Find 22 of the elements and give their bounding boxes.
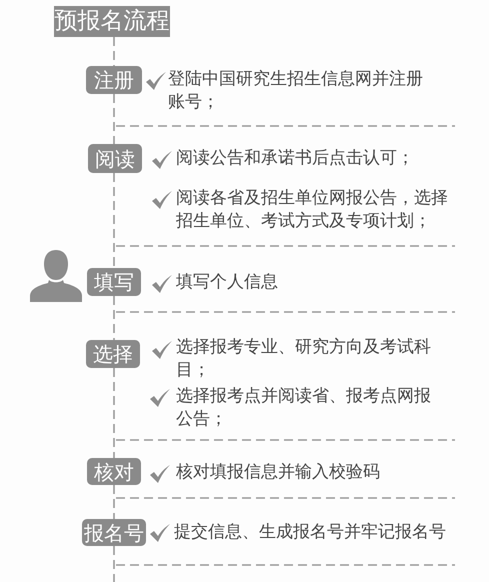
step-box: 核对 — [87, 458, 141, 485]
step-description: 填写个人信息 — [176, 271, 279, 294]
step-description: 核对填报信息并输入校验码 — [176, 461, 381, 484]
connector-line — [113, 546, 115, 582]
step-box: 阅读 — [88, 144, 142, 173]
step-description: 阅读各省及招生单位网报公告，选择招生单位、考试方式及专项计划； — [176, 187, 449, 233]
title-banner: 预报名流程 — [54, 6, 170, 37]
step-description: 选择报考点并阅读省、报考点网报公告； — [176, 385, 432, 431]
step-box: 填写 — [87, 268, 141, 296]
step-box: 注册 — [86, 66, 142, 94]
step-description: 提交信息、生成报名号并牢记报名号 — [174, 521, 447, 544]
step-description: 选择报考专业、研究方向及考试科目； — [176, 336, 432, 382]
step-box: 选择 — [86, 340, 140, 368]
connector-line — [113, 173, 115, 268]
connector-line — [113, 485, 115, 519]
step-description: 阅读公告和承诺书后点击认可； — [176, 147, 415, 170]
step-description: 登陆中国研究生招生信息网并注册账号； — [168, 68, 424, 114]
connector-line — [113, 296, 115, 340]
connector-line — [113, 94, 115, 144]
connector-line — [113, 368, 115, 458]
step-box: 报名号 — [82, 519, 146, 546]
connector-line — [113, 37, 115, 66]
